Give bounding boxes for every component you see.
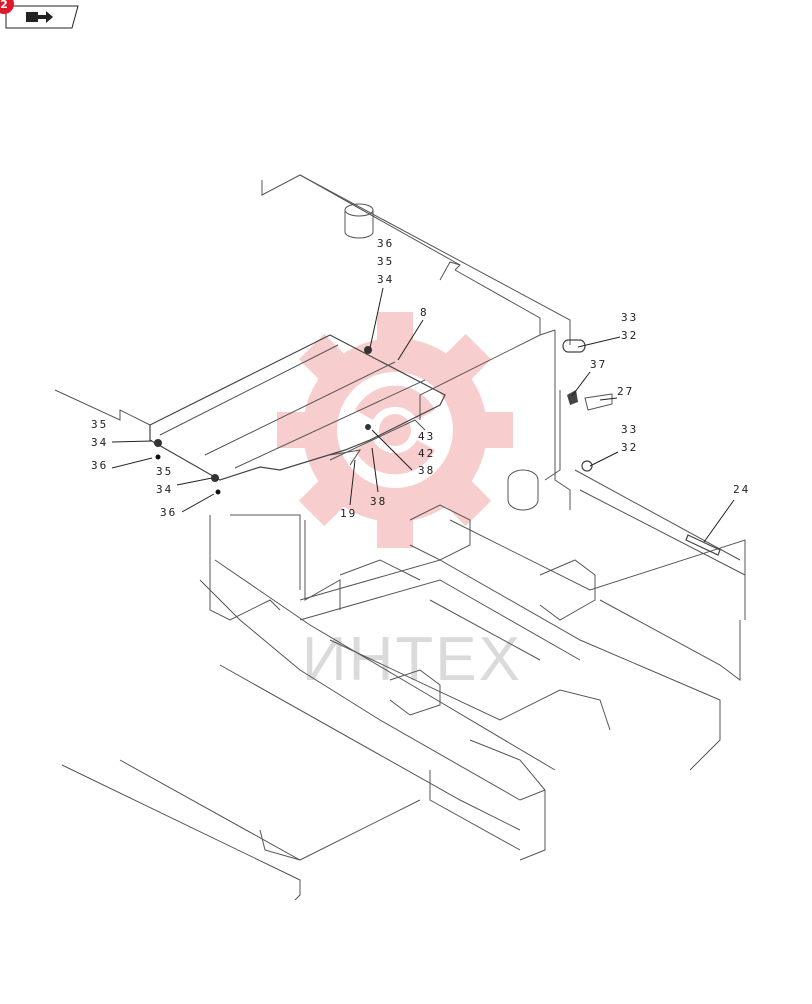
cover-plate xyxy=(149,334,446,481)
notification-badge: 2 xyxy=(0,0,14,14)
clip-icon xyxy=(567,390,578,405)
callout-24: 24 xyxy=(733,483,750,496)
callout-35: 35 xyxy=(377,255,394,268)
upper-frame xyxy=(261,174,571,511)
callout-27: 27 xyxy=(617,385,634,398)
callout-34: 34 xyxy=(91,436,108,449)
washer-icon xyxy=(155,454,161,460)
bolt-icon xyxy=(364,346,372,354)
callout-32: 32 xyxy=(621,329,638,342)
callout-19: 19 xyxy=(340,507,357,520)
callout-36: 36 xyxy=(377,237,394,250)
bolt-icon xyxy=(365,424,371,430)
callout-34: 34 xyxy=(156,483,173,496)
callout-35: 35 xyxy=(91,418,108,431)
bolt-icon xyxy=(154,439,162,447)
callout-labels: 36 35 34 8 33 32 37 27 33 32 35 34 36 35… xyxy=(91,237,750,520)
left-frame xyxy=(54,389,556,901)
leader-lines xyxy=(111,287,735,543)
book-arrow-icon xyxy=(24,9,54,25)
plate-icon xyxy=(685,534,721,556)
callout-43: 43 xyxy=(418,430,435,443)
callout-38: 38 xyxy=(370,495,387,508)
plug-icon xyxy=(562,339,586,353)
book-toolbar[interactable]: 2 xyxy=(0,0,80,30)
callout-33: 33 xyxy=(621,311,638,324)
pad-icon xyxy=(584,393,613,411)
watermark-text: ИНТЕХ xyxy=(302,625,522,694)
central-rails xyxy=(299,469,746,861)
callout-8: 8 xyxy=(420,306,429,319)
hardware-parts xyxy=(154,339,721,556)
callout-32: 32 xyxy=(621,441,638,454)
callout-34: 34 xyxy=(377,273,394,286)
callout-36: 36 xyxy=(91,459,108,472)
plug-icon xyxy=(581,460,593,472)
callout-37: 37 xyxy=(590,358,607,371)
callout-33: 33 xyxy=(621,423,638,436)
callout-38: 38 xyxy=(418,464,435,477)
watermark-gear-icon xyxy=(277,312,513,548)
callout-35: 35 xyxy=(156,465,173,478)
callout-36: 36 xyxy=(160,506,177,519)
washer-icon xyxy=(215,489,221,495)
bolt-icon xyxy=(211,474,219,482)
callout-42: 42 xyxy=(418,447,435,460)
